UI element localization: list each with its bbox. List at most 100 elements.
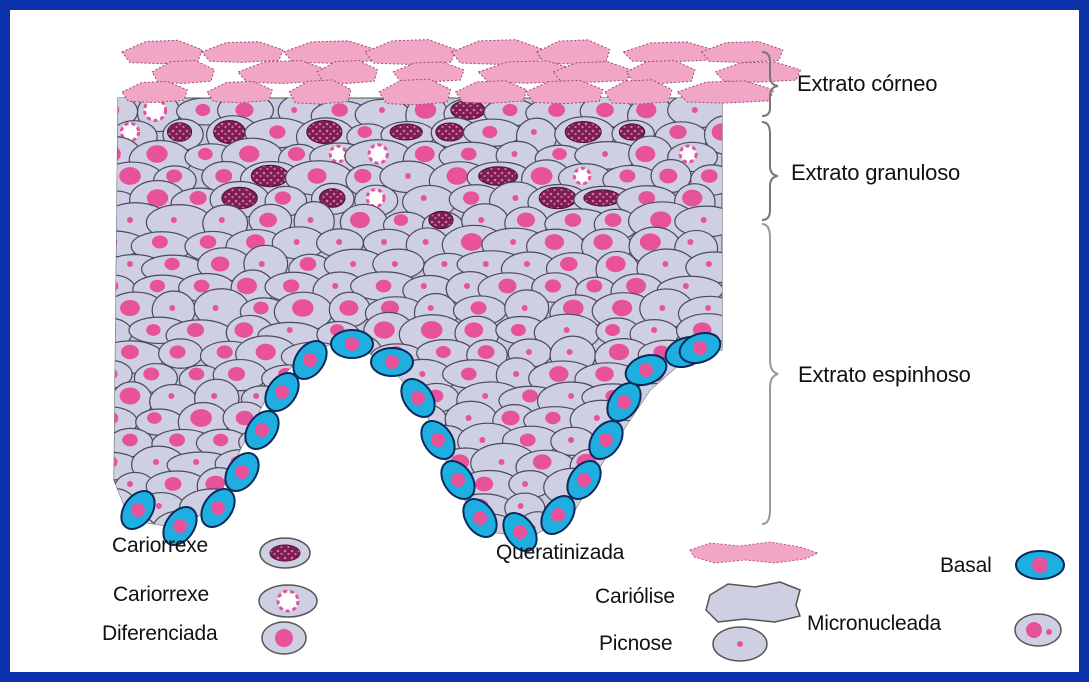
cariorrexe-nucleus [251,165,288,187]
cell-nucleus [169,434,185,447]
cell-nucleus [461,148,477,161]
cariorrexe-nucleus [539,187,576,208]
cell-nucleus [102,456,117,468]
cell-nucleus [269,125,285,138]
cell-nucleus [339,300,358,316]
pyknotic-nucleus [169,305,175,311]
epithelial-cell [696,428,739,463]
cell-nucleus [682,190,702,207]
label-extrato-granuloso: Extrato granuloso [791,160,960,186]
pyknotic-nucleus [701,217,707,223]
cell-nucleus [596,103,614,117]
pyknotic-nucleus [662,261,668,267]
pyknotic-nucleus [421,195,427,201]
epithelial-cell [368,467,431,502]
pyknotic-nucleus [602,151,608,157]
cell-nucleus [593,234,612,250]
pyknotic-nucleus [522,305,528,311]
cell-nucleus [672,456,686,468]
keratinized-cell [456,81,527,104]
cell-nucleus [329,498,348,514]
cell-nucleus [143,368,159,381]
pyknotic-nucleus [193,459,199,465]
cell-nucleus [120,300,140,316]
legend-label-cariolise: Cariólise [595,585,675,609]
pyknotic-nucleus [249,503,255,509]
cell-nucleus [636,102,656,119]
cell-nucleus [552,148,567,160]
keratinized-cell [626,60,694,83]
cell-nucleus [545,412,560,425]
pyknotic-nucleus [699,393,705,399]
cell-nucleus [350,212,370,228]
cell-nucleus [511,324,526,336]
epithelial-cell [328,469,382,504]
pyknotic-nucleus [168,393,174,399]
pyknotic-nucleus [531,129,537,135]
cell-nucleus [606,256,626,272]
cell-nucleus [694,367,711,381]
pyknotic-nucleus [219,217,225,223]
pyknotic-nucleus [441,261,447,267]
epithelial-cell [370,513,427,548]
cariorrexe-nucleus [436,123,464,141]
cell-nucleus [464,322,483,337]
epithelial-cell [291,470,335,504]
cell-nucleus [626,278,646,294]
pyknotic-nucleus [351,481,357,487]
keratinized-cell [207,81,272,102]
pyknotic-nucleus [564,327,570,333]
cell-nucleus [259,213,277,228]
pyknotic-nucleus [513,371,519,377]
cell-nucleus [237,278,257,295]
epithelial-cell [310,494,376,529]
cell-nucleus [463,191,479,204]
legend-cariorrexe-frag-icon [259,585,317,617]
pyknotic-nucleus [522,481,528,487]
keratinized-cell [553,62,631,83]
keratinized-cell [605,80,672,104]
cell-nucleus [282,410,303,427]
keratinized-cell [365,40,456,65]
cell-nucleus [354,169,371,183]
pyknotic-nucleus [692,107,698,113]
cell-nucleus [358,126,372,138]
pyknotic-nucleus [259,261,265,267]
pyknotic-nucleus [405,173,411,179]
epithelial-cell [674,468,738,506]
epithelial-cell [355,403,413,436]
legend-queratinizada-icon [690,542,818,563]
cell-nucleus [295,431,317,449]
pyknotic-nucleus [524,261,530,267]
pyknotic-nucleus [438,525,444,531]
cell-nucleus [606,477,622,490]
epithelial-cell [604,517,648,543]
pyknotic-nucleus [683,283,689,289]
cell-nucleus [374,321,395,338]
keratinized-cell [202,42,283,63]
pyknotic-nucleus [433,481,439,487]
epithelial-cell [328,381,371,412]
pyknotic-nucleus [526,349,532,355]
cariorrexe-nucleus [429,211,453,228]
cell-nucleus [345,520,365,536]
keratinized-cell [452,40,544,65]
cell-nucleus [239,146,259,163]
pyknotic-nucleus [651,327,657,333]
cell-nucleus [650,211,671,228]
pyknotic-nucleus [478,217,484,223]
pyknotic-nucleus [333,415,339,421]
pyknotic-nucleus [659,503,665,509]
cell-nucleus [146,324,160,336]
cariorrexe-nucleus [307,121,342,144]
pyknotic-nucleus [376,415,382,421]
keratinized-cell [677,81,773,103]
cell-nucleus [304,476,323,492]
fragmented-nucleus [574,168,590,184]
fragmented-nucleus [680,146,696,162]
cell-nucleus [415,146,435,162]
cell-nucleus [586,279,602,292]
cell-nucleus [545,279,561,292]
epithelial-cell [368,427,423,457]
cell-nucleus [147,412,161,424]
